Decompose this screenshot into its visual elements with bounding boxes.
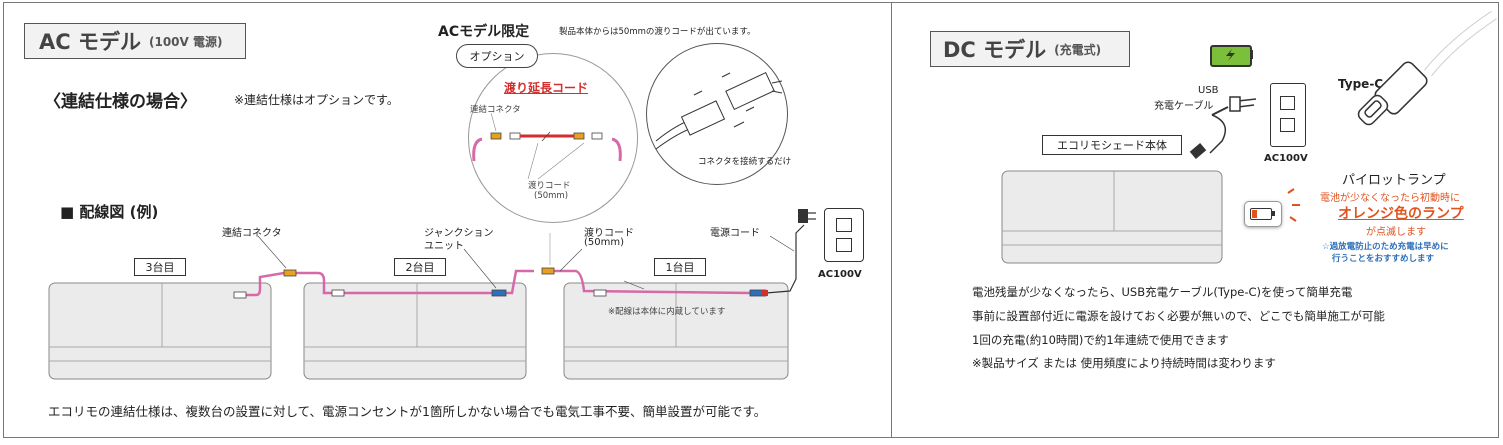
ac-title-box: AC モデル (100V 電源) [24,23,246,59]
cord-label: 渡りコード [584,228,634,239]
inset-cord-label: 渡りコード [528,181,571,191]
unit3-label: 3台目 [134,258,186,276]
cord-note: 製品本体からは50mmの渡りコードが出ています。 [559,27,756,37]
pilot-line3: が点滅します [1366,227,1426,238]
unit1-body [563,282,789,380]
connector-zoom-drawing [655,71,783,150]
wiring-title: ■ 配線図 (例) [60,203,159,221]
connector-label: 連結コネクタ [222,228,282,239]
unit1-label: 1台目 [654,258,706,276]
inset-cord-length: (50mm) [534,191,569,201]
extension-cord-label: 渡り延長コード [504,81,589,95]
type-c-label: Type-C [1338,77,1384,91]
connect-note: コネクタを接続するだけ [698,157,792,167]
battery-low-icon [1244,201,1282,227]
ac-subtitle: (100V 電源) [148,34,223,49]
pilot-note-2: 行うことをおすすめします [1332,254,1435,264]
dc-desc-3: 1回の充電(約10時間)で約1年連続で使用できます [972,333,1229,347]
extension-cord-drawing [472,112,622,180]
ac-heading-note: ※連結仕様はオプションです。 [234,93,399,107]
dc-desc-1: 電池残量が少なくなったら、USB充電ケーブル(Type-C)を使って簡単充電 [972,285,1353,299]
ac-footer: エコリモの連結仕様は、複数台の設置に対して、電源コンセントが1箇所しかない場合で… [48,404,767,419]
unit2-body [303,282,527,380]
usb-label-1: USB [1198,85,1219,96]
battery-full-tip [1250,50,1253,59]
wiring-lines [233,209,816,299]
blink-marks-icon [1287,188,1300,222]
dc-model-panel: DC モデル (充電式) USB 充電ケーブル Type-C エコリモシェード本… [891,2,1499,438]
inset-connector-label: 連結コネクタ [470,105,521,115]
ac-title: AC モデル [39,30,141,54]
usb-cable-icon [1189,96,1257,159]
dc-body-label: エコリモシェード本体 [1042,135,1182,155]
ac-outlet [824,208,864,262]
ac-outlet-label: AC100V [818,269,862,280]
dc-subtitle: (充電式) [1054,42,1102,57]
pilot-orange: オレンジ色のランプ [1338,206,1464,222]
junction-label-2: ユニット [424,241,464,252]
ac-heading: 〈連結仕様の場合〉 [44,92,197,112]
unit3-body [48,282,272,380]
option-badge: オプション [456,44,538,68]
dc-desc-2: 事前に設置部付近に電源を設けておく必要が無いので、どこでも簡単施工が可能 [972,309,1385,323]
dc-title: DC モデル [943,38,1047,62]
pilot-note-1: ☆過放電防止のため充電は早めに [1322,242,1449,252]
usb-label-2: 充電ケーブル [1154,101,1214,112]
cord-length-label: (50mm) [584,237,625,248]
dc-outlet-label: AC100V [1264,153,1308,164]
type-c-connector-icon [1357,10,1497,126]
internal-wiring-note: ※配線は本体に内蔵しています [608,307,726,317]
pilot-line1: 電池が少なくなったら初動時に [1320,193,1460,204]
power-cord-label: 電源コード [710,228,760,239]
pilot-title: パイロットランプ [1342,173,1446,188]
dc-outlet [1270,83,1306,147]
unit2-label: 2台目 [394,258,446,276]
ac-diagram-svg [48,71,816,380]
charge-bolt-icon [1226,49,1235,61]
ac-model-panel: AC モデル (100V 電源) 〈連結仕様の場合〉 ※連結仕様はオプションです… [3,2,892,438]
dc-desc-4: ※製品サイズ または 使用頻度により持続時間は変わります [972,356,1276,370]
dc-diagram-svg [1001,10,1497,264]
ac-only-label: ACモデル限定 [438,24,530,40]
junction-label-1: ジャンクション [424,228,494,239]
dc-unit-body [1001,170,1223,264]
dc-title-box: DC モデル (充電式) [930,31,1130,67]
